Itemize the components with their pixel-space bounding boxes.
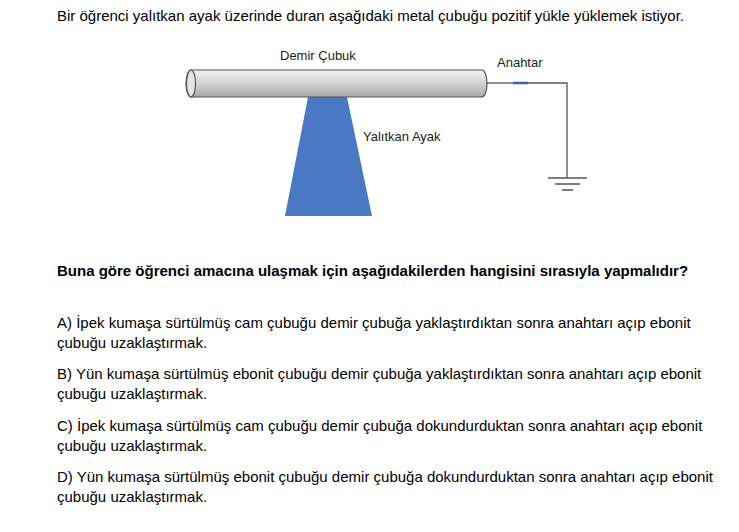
switch-symbol [513,82,528,85]
answer-option: D) Yün kumaşa sürtülmüş ebonit çubuğu de… [57,467,737,507]
part-name: Demir Çubuk [280,48,356,64]
ground-symbol [548,177,587,179]
wire [528,83,567,178]
answer-option: B) Yün kumaşa sürtülmüş ebonit çubuğu de… [57,364,737,404]
intro-text: Bir öğrenci yalıtkan ayak üzerinde duran… [57,6,737,26]
ground-symbol [562,189,573,191]
answer-option: C) İpek kumaşa sürtülmüş cam çubuğu demi… [57,416,737,456]
ground-symbol [555,183,580,185]
iron-rod [186,70,487,97]
part-name: Yalıtkan Ayak [363,129,441,145]
wire [486,82,513,83]
answer-option: A) İpek kumaşa sürtülmüş cam çubuğu demi… [57,313,737,353]
part-name: Anahtar [497,55,543,71]
insulating-foot [285,97,372,216]
rod-end [187,70,196,97]
question-text: Buna göre öğrenci amacına ulaşmak için a… [57,261,737,281]
